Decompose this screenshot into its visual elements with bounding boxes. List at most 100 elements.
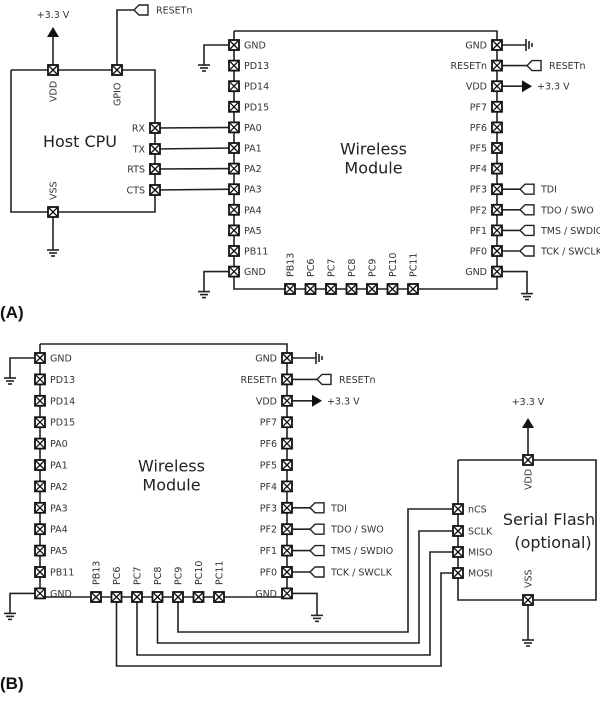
a-debug-connector-icon (519, 183, 535, 195)
b-pin-bottom-pc11 (213, 591, 225, 603)
a-pin-left-pa0-4 (228, 121, 240, 134)
b-pin-right-pf3-7 (281, 501, 293, 514)
a-pin-right-pf7-3 (491, 100, 503, 113)
pin-cross (306, 284, 315, 294)
pin-cross (229, 143, 239, 153)
panel-b-label: (B) (0, 674, 24, 693)
b-power-arrow-icon (522, 418, 534, 428)
a-net-label-vdd: +3.3 V (537, 82, 570, 93)
b-pin-left-pa3-7 (34, 501, 46, 514)
pin-cross (492, 40, 502, 50)
pin-cross (229, 184, 239, 194)
pin-cross (150, 164, 160, 174)
a-net-label-resetn: RESETn (549, 61, 585, 72)
pin-cross (35, 460, 45, 470)
pin-cross (282, 374, 292, 384)
a-pin-label: PA1 (244, 144, 262, 155)
b-pin-label: PB13 (92, 561, 103, 585)
b-flash-pin-miso (452, 546, 464, 558)
pin-cross (35, 567, 45, 577)
a-pin-left-pa5-9 (228, 224, 240, 237)
a-pin-bottom-pc8 (345, 283, 358, 295)
pin-cross (229, 205, 239, 215)
a-pin-right-gnd-0 (491, 39, 503, 51)
b-pin-left-pa1-5 (34, 459, 46, 471)
pin-cross (150, 123, 160, 133)
a-host-pin-label: GPIO (113, 83, 124, 106)
b-pin-label: PF7 (260, 418, 277, 429)
pin-cross (492, 143, 502, 153)
pin-cross (492, 267, 502, 277)
b-module-title: Module (142, 476, 200, 495)
pin-cross (408, 284, 418, 294)
b-pin-label: PF3 (260, 503, 277, 514)
b-wire-gnd-left-top (9, 357, 40, 378)
pin-cross (492, 81, 502, 91)
b-pin-label: PF1 (260, 546, 277, 557)
a-pin-label: PF4 (470, 164, 487, 175)
b-pin-bottom-pc6 (110, 591, 123, 603)
b-pin-label: PC7 (133, 567, 144, 585)
pin-cross (453, 547, 463, 557)
a-pin-label: PB13 (286, 253, 297, 277)
b-pin-right-gnd-11 (281, 587, 293, 600)
a-ground-icon (47, 249, 59, 257)
b-power-arrow-icon (312, 394, 322, 407)
a-net-label-pf2: TDO / SWO (540, 205, 594, 216)
b-pin-right-pf6-4 (281, 437, 293, 450)
b-pin-left-pa4-8 (34, 523, 46, 536)
pin-cross (194, 592, 203, 602)
b-flash-pin-mosi (452, 567, 464, 579)
b-pin-label: PC9 (174, 567, 185, 585)
b-flash-pin-ncs (452, 503, 464, 515)
a-pin-label: PF0 (470, 247, 487, 258)
pin-cross (229, 246, 239, 256)
pin-cross (35, 396, 45, 406)
a-net-label-resetn: RESETn (156, 6, 192, 17)
pin-cross (492, 184, 502, 194)
a-pin-left-pa2-6 (228, 162, 240, 175)
a-power-arrow-icon (522, 80, 532, 93)
a-pin-label: PF5 (470, 144, 487, 155)
pin-cross (132, 592, 142, 602)
a-pin-label: RESETn (451, 61, 487, 72)
b-pin-label: PD14 (50, 396, 75, 407)
panel-a-label: (A) (0, 303, 24, 322)
a-pin-label: PC6 (306, 259, 317, 277)
b-net-label-pf1: TMS / SWDIO (330, 546, 393, 557)
b-pin-left-pd14-2 (34, 394, 46, 407)
a-net-label-vdd: +3.3 V (37, 10, 70, 21)
b-pin-right-pf5-5 (281, 459, 293, 471)
b-pin-right-pf4-6 (281, 480, 293, 493)
a-resetn-connector-icon (526, 59, 542, 72)
a-pin-label: PA4 (244, 205, 262, 216)
pin-cross (282, 567, 292, 577)
pin-cross (492, 61, 502, 71)
a-wire-tx-pa1 (154, 147, 235, 150)
pin-cross (282, 460, 292, 470)
b-pin-right-gnd-0 (281, 352, 293, 364)
a-host-pin-cts (149, 184, 161, 196)
a-pin-left-pa3-7 (228, 183, 240, 196)
pin-cross (35, 417, 45, 427)
a-pin-label: PD14 (244, 82, 269, 93)
pin-cross (48, 207, 58, 217)
b-pin-label: PA2 (50, 482, 68, 493)
b-net-label-vdd: +3.3 V (327, 396, 360, 407)
pin-cross (35, 588, 45, 598)
b-pin-left-pa0-4 (34, 437, 46, 450)
b-pin-label: PA5 (50, 546, 68, 557)
pin-cross (492, 164, 502, 174)
a-pin-right-vdd-2 (491, 80, 503, 93)
pin-cross (285, 284, 295, 294)
b-pin-left-pd13-1 (34, 373, 46, 386)
b-ground-icon (311, 614, 323, 623)
pin-cross (173, 592, 183, 602)
a-host-pin-label: RTS (127, 165, 145, 176)
b-net-label-pf3: TDI (330, 503, 347, 514)
b-pin-label: GND (255, 589, 277, 600)
b-pin-label: PC8 (153, 567, 164, 585)
pin-cross (150, 185, 160, 195)
a-net-label-pf0: TCK / SWCLK (540, 247, 600, 258)
pin-cross (453, 526, 463, 536)
